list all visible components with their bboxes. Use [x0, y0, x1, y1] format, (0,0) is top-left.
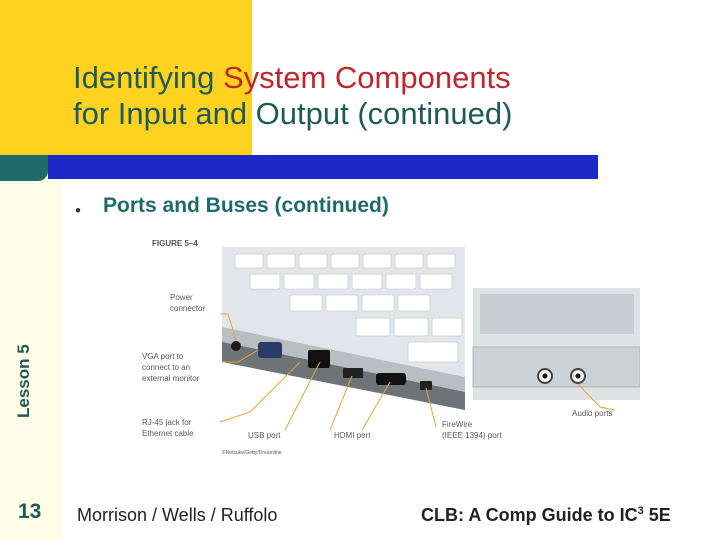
- yellow-corner-block: [0, 0, 252, 155]
- title-part-3: for Input and Output: [73, 96, 358, 131]
- label-usb: USB port: [248, 431, 281, 440]
- footer-book-title-sup: 3: [637, 505, 644, 517]
- title-divider-bar: [0, 155, 598, 181]
- title-accent-1: System Components: [222, 60, 511, 95]
- figure-credit: ©Netsuke/Getty/Dreamline: [222, 449, 282, 456]
- footer-authors: Morrison / Wells / Ruffolo: [77, 505, 278, 525]
- firewire-port-icon: [420, 381, 432, 390]
- label-vga-1: VGA port to: [142, 352, 184, 361]
- slide-title: Identifying System Components for Input …: [73, 60, 512, 132]
- label-rj45-2: Ethernet cable: [142, 429, 194, 438]
- label-firewire-2: (IEEE 1394) port: [442, 431, 502, 440]
- label-audio: Audio ports: [572, 409, 612, 418]
- label-vga-3: external monitor: [142, 374, 200, 383]
- figure-title: FIGURE 5–4: [152, 239, 198, 248]
- footer-book-title-prefix: CLB: A Comp Guide to IC: [421, 505, 638, 525]
- footer-book-title-suffix: 5E: [643, 505, 671, 525]
- footer-book-title: CLB: A Comp Guide to IC3 5E: [421, 505, 671, 526]
- label-power-2: connector: [170, 304, 205, 313]
- label-vga-2: connect to an: [142, 363, 190, 372]
- divider-blue-bar: [48, 155, 598, 179]
- audio-port-1-hole-icon: [542, 373, 548, 379]
- side-strip: [0, 155, 62, 540]
- usb-port-icon: [343, 368, 363, 378]
- keyboard-keys: [234, 253, 463, 363]
- page-number: 13: [18, 500, 42, 523]
- callout-lines: [219, 313, 616, 431]
- bullet-dot-icon: ●: [75, 205, 82, 216]
- power-port-icon: [231, 341, 241, 351]
- laptop-ports-figure: FIGURE 5–4 Power connector VGA port to c…: [142, 239, 640, 456]
- rj45-port-icon: [308, 350, 330, 368]
- audio-port-2-hole-icon: [575, 373, 581, 379]
- lesson-label: Lesson 5: [14, 344, 33, 418]
- touchpad-area: [480, 294, 634, 334]
- label-power-1: Power: [170, 293, 193, 302]
- title-part-4: (continued): [357, 96, 513, 131]
- divider-teal-tab: [0, 155, 48, 181]
- bullet-heading: Ports and Buses (continued): [103, 194, 389, 217]
- label-firewire-1: FireWire: [442, 420, 473, 429]
- title-part-1: Identifying: [73, 60, 223, 95]
- label-hdmi: HDMI port: [334, 431, 371, 440]
- hdmi-port-icon: [376, 373, 406, 385]
- inset-port-strip: [472, 346, 640, 388]
- vga-port-icon: [258, 342, 282, 358]
- label-rj45-1: RJ-45 jack for: [142, 418, 192, 427]
